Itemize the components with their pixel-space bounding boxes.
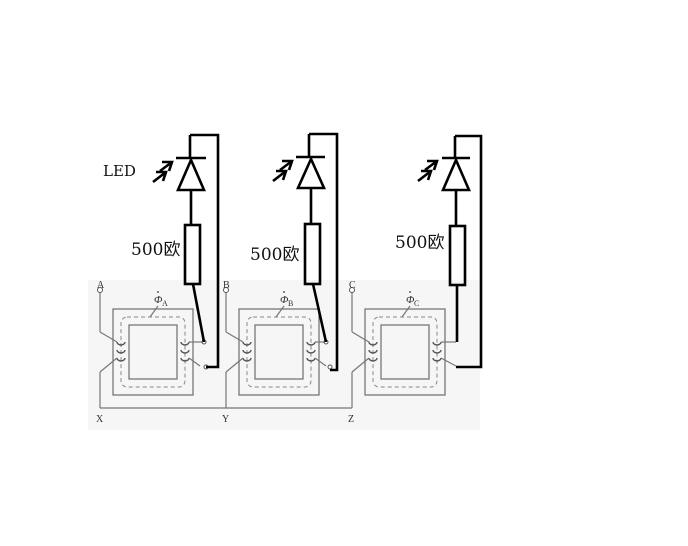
terminal-c-label: C — [349, 280, 356, 291]
phase-c-transformer: C Z Φ C — [348, 280, 457, 425]
phase-b-transformer: B Y Φ B — [222, 280, 333, 425]
resistor-a-label: 500欧 — [131, 240, 180, 260]
phase-b-led-circuit: 500欧 — [250, 132, 339, 372]
terminal-a-label: A — [97, 280, 105, 291]
terminal-a — [97, 287, 103, 293]
terminal-y-label: Y — [222, 414, 229, 425]
resistor-c-label: 500欧 — [395, 233, 444, 253]
led-b-light-arrows-icon — [272, 159, 294, 183]
terminal-z-label: Z — [348, 414, 354, 425]
led-c-light-arrows-icon — [417, 159, 439, 183]
phase-a-led-circuit: LED 500欧 — [103, 133, 220, 369]
led-a-light-arrows-icon — [152, 160, 174, 184]
flux-a-symbol: Φ — [154, 294, 163, 306]
resistor-b-icon — [303, 222, 322, 286]
terminal-x-label: X — [96, 414, 104, 425]
flux-c-symbol: Φ — [406, 294, 415, 306]
resistor-a-icon — [183, 223, 202, 286]
flux-c-subscript: C — [414, 299, 419, 308]
resistor-b-label: 500欧 — [250, 245, 299, 265]
schematic-background — [88, 280, 480, 430]
terminal-b-label: B — [223, 280, 230, 291]
flux-b-subscript: B — [288, 299, 293, 308]
flux-a-subscript: A — [162, 299, 168, 308]
phase-a-transformer: A X Φ A — [96, 280, 209, 425]
terminal-c — [349, 287, 355, 293]
phase-c-led-circuit: 500欧 — [395, 134, 483, 369]
terminal-b — [223, 287, 229, 293]
led-label: LED — [103, 162, 136, 180]
flux-b-symbol: Φ — [280, 294, 289, 306]
neutral-bus — [99, 372, 353, 409]
